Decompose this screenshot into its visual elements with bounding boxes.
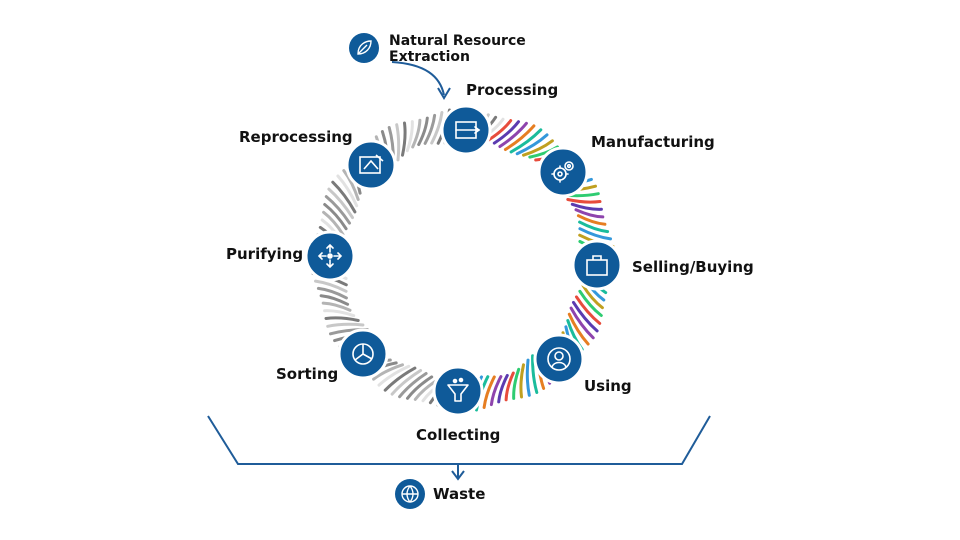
node-purifying bbox=[304, 230, 356, 282]
ring-strand bbox=[498, 121, 528, 148]
ring-strand bbox=[504, 371, 515, 402]
ring-strand bbox=[401, 121, 407, 157]
ring-strand bbox=[423, 113, 437, 145]
ring-strand bbox=[417, 116, 429, 147]
ring-strand bbox=[570, 202, 603, 211]
ring-strand bbox=[383, 366, 417, 392]
node-manufacturing bbox=[537, 146, 589, 198]
extraction-arrowhead bbox=[437, 87, 451, 100]
ring-strand bbox=[525, 358, 531, 397]
gears-icon bbox=[551, 161, 574, 183]
ring-strand bbox=[324, 316, 360, 322]
ring-strand bbox=[406, 375, 434, 400]
node-waste bbox=[395, 479, 425, 509]
ring-strand bbox=[316, 286, 348, 300]
sorting-label: Sorting bbox=[276, 365, 339, 383]
ring-strand bbox=[314, 279, 348, 293]
ring-strand bbox=[398, 372, 428, 399]
using-label: Using bbox=[584, 377, 632, 395]
ring-strand bbox=[326, 322, 365, 328]
reprocessing-label: Reprocessing bbox=[239, 128, 353, 146]
node-reprocessing bbox=[345, 139, 397, 191]
ring-strand bbox=[323, 203, 348, 231]
ring-strand bbox=[482, 375, 496, 409]
selling-buying-label: Selling/Buying bbox=[632, 258, 754, 276]
ring-strand bbox=[324, 195, 351, 225]
waste-arrowhead bbox=[451, 470, 465, 481]
ring-strand bbox=[489, 375, 503, 407]
extraction-label-line1: Natural Resource bbox=[389, 33, 526, 49]
ring-strand bbox=[395, 123, 401, 162]
leaf-icon bbox=[357, 40, 372, 55]
extraction-label-line2: Extraction bbox=[389, 49, 471, 65]
waste-bracket bbox=[207, 415, 711, 465]
ring-strand bbox=[322, 210, 345, 236]
ring-strand bbox=[576, 214, 607, 226]
collecting-label: Collecting bbox=[416, 426, 501, 444]
arrows-out-icon bbox=[317, 243, 343, 269]
ring-strand bbox=[531, 354, 539, 394]
ring-strand bbox=[522, 139, 554, 157]
extraction-arrow bbox=[391, 61, 445, 96]
ring-strand bbox=[390, 369, 423, 396]
ring-strand bbox=[321, 301, 352, 312]
process-box-icon bbox=[455, 121, 481, 139]
waste-label: Waste bbox=[433, 485, 486, 503]
ring-strand bbox=[567, 312, 590, 346]
ring-strand bbox=[566, 198, 602, 204]
ring-strand bbox=[405, 120, 414, 153]
user-icon bbox=[547, 347, 571, 371]
ring-strand bbox=[497, 373, 509, 404]
ring-strand bbox=[578, 289, 603, 317]
ring-strand bbox=[336, 174, 359, 208]
node-sorting bbox=[337, 328, 389, 380]
ring-strand bbox=[492, 120, 520, 145]
ring-strand bbox=[331, 180, 357, 214]
ring-strand bbox=[503, 124, 536, 151]
node-selling-buying bbox=[571, 239, 623, 291]
node-using bbox=[533, 333, 585, 385]
ring-strand bbox=[509, 128, 543, 154]
ring-strand bbox=[377, 364, 411, 387]
ring-strand bbox=[519, 363, 525, 399]
ring-strand bbox=[578, 220, 610, 234]
purifying-label: Purifying bbox=[226, 245, 304, 263]
pie-chart-icon bbox=[352, 343, 374, 365]
ring-strand bbox=[575, 295, 602, 325]
ring-strand bbox=[581, 284, 604, 310]
manufacturing-label: Manufacturing bbox=[591, 133, 715, 151]
node-natural-resource-extraction bbox=[349, 33, 379, 63]
ring-strand bbox=[323, 309, 356, 318]
ring-strand bbox=[574, 208, 605, 219]
ring-strand bbox=[342, 169, 360, 201]
processing-label: Processing bbox=[466, 81, 559, 99]
ring-strand bbox=[572, 300, 599, 333]
shopping-bag-icon bbox=[586, 255, 608, 276]
ring-strand bbox=[430, 111, 444, 145]
node-collecting bbox=[432, 365, 484, 417]
ring-strand bbox=[487, 119, 513, 142]
ring-strand bbox=[578, 227, 612, 241]
ring-strand bbox=[327, 187, 354, 220]
ring-strand bbox=[515, 133, 549, 156]
ring-strand bbox=[372, 363, 404, 381]
extraction-label: Natural Resource Extraction bbox=[389, 33, 526, 65]
ring-strand bbox=[411, 118, 422, 149]
blueprint-icon bbox=[359, 154, 384, 174]
ring-strand bbox=[569, 306, 595, 340]
globe-waste-icon bbox=[401, 485, 419, 503]
ring-strand bbox=[512, 367, 521, 400]
node-processing bbox=[440, 104, 492, 156]
funnel-icon bbox=[447, 377, 469, 402]
ring-strand bbox=[319, 294, 350, 306]
